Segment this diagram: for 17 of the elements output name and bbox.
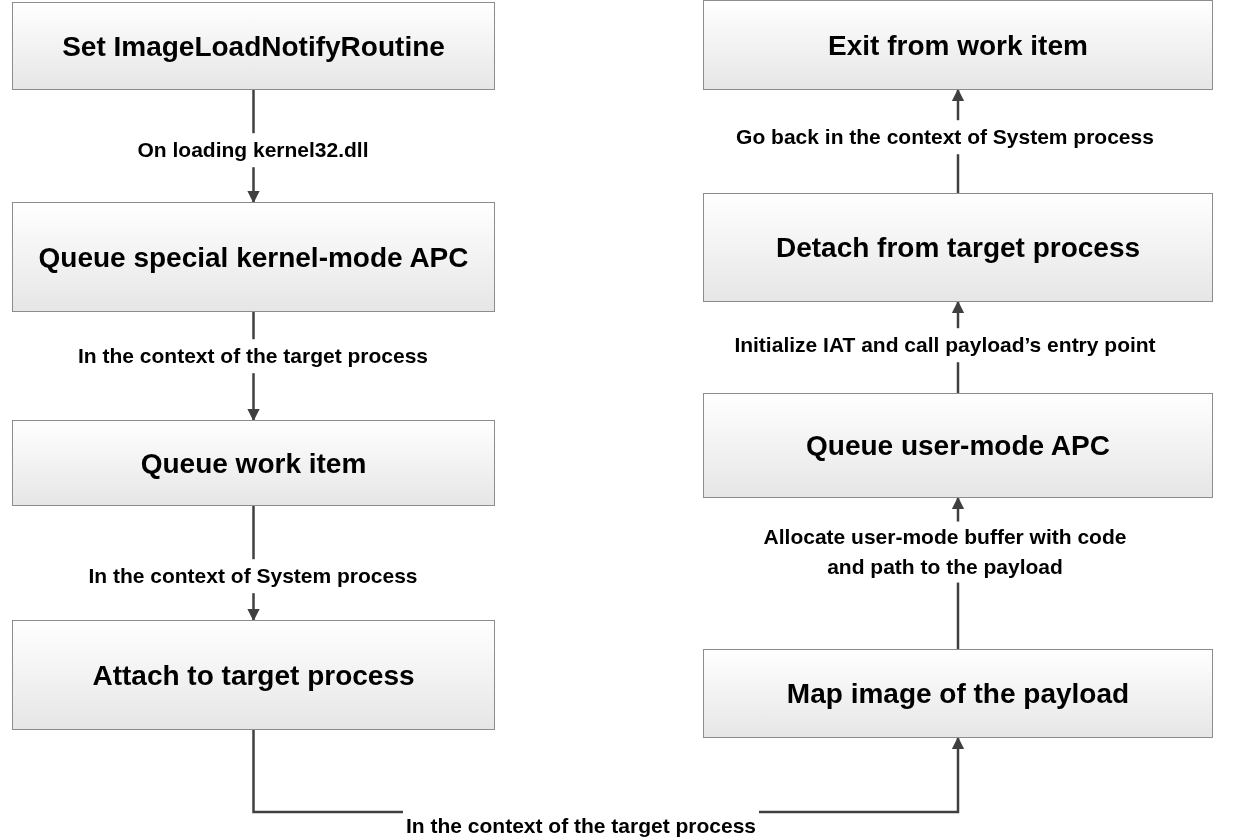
process-box <box>703 0 1213 90</box>
process-box <box>12 620 495 730</box>
edge-label: In the context of the target process <box>402 809 760 839</box>
process-box <box>12 420 495 506</box>
box-label: Map image of the payload <box>786 677 1130 711</box>
process-box <box>703 193 1213 302</box>
box-label: Queue user-mode APC <box>806 429 1110 463</box>
box-label: Set ImageLoadNotifyRoutine <box>62 29 445 64</box>
box-label: Queue special kernel-mode APC <box>38 240 469 275</box>
box-label: Queue work item <box>140 446 367 481</box>
process-box <box>12 202 495 312</box>
process-box <box>703 649 1213 738</box>
box-label: Attach to target process <box>92 658 415 693</box>
process-box <box>703 393 1213 498</box>
box-label: Detach from target process <box>775 231 1141 265</box>
box-label: Exit from work item <box>828 28 1088 63</box>
process-box <box>12 2 495 90</box>
